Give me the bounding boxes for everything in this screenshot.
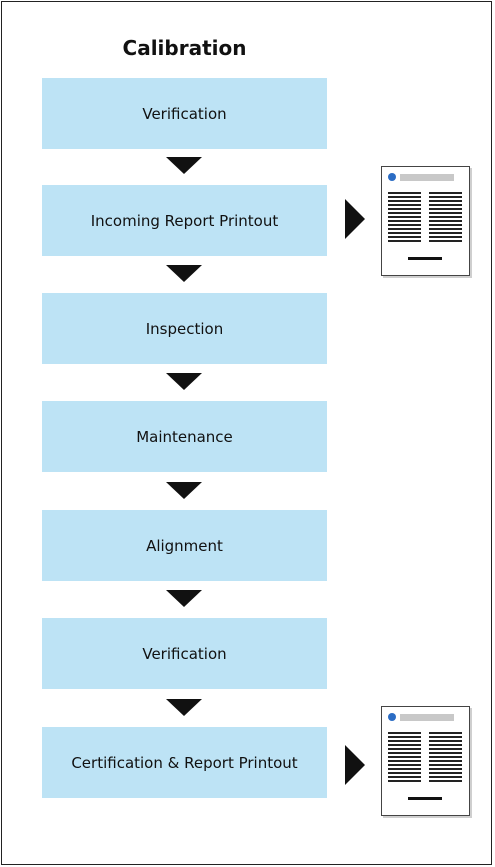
step-verification-final: Verification [42,618,327,689]
arrow-right-icon [345,199,365,239]
step-certification-report-printout: Certification & Report Printout [42,727,327,798]
arrow-down-icon [166,373,202,390]
arrow-down-icon [166,265,202,282]
step-inspection: Inspection [42,293,327,364]
diagram-title: Calibration [122,36,247,60]
arrow-down-icon [166,157,202,174]
document-icon [381,166,470,276]
doc-signature-line [408,797,442,800]
arrow-down-icon [166,699,202,716]
arrow-down-icon [166,482,202,499]
doc-signature-line [408,257,442,260]
doc-dot [388,173,396,181]
doc-text-column [388,192,421,244]
doc-text-column [429,732,462,784]
doc-header-bar [400,714,454,721]
doc-header-bar [400,174,454,181]
doc-text-column [429,192,462,244]
doc-dot [388,713,396,721]
step-alignment: Alignment [42,510,327,581]
arrow-right-icon [345,745,365,785]
step-verification-initial: Verification [42,78,327,149]
document-icon [381,706,470,816]
arrow-down-icon [166,590,202,607]
step-maintenance: Maintenance [42,401,327,472]
step-incoming-report-printout: Incoming Report Printout [42,185,327,256]
doc-text-column [388,732,421,784]
